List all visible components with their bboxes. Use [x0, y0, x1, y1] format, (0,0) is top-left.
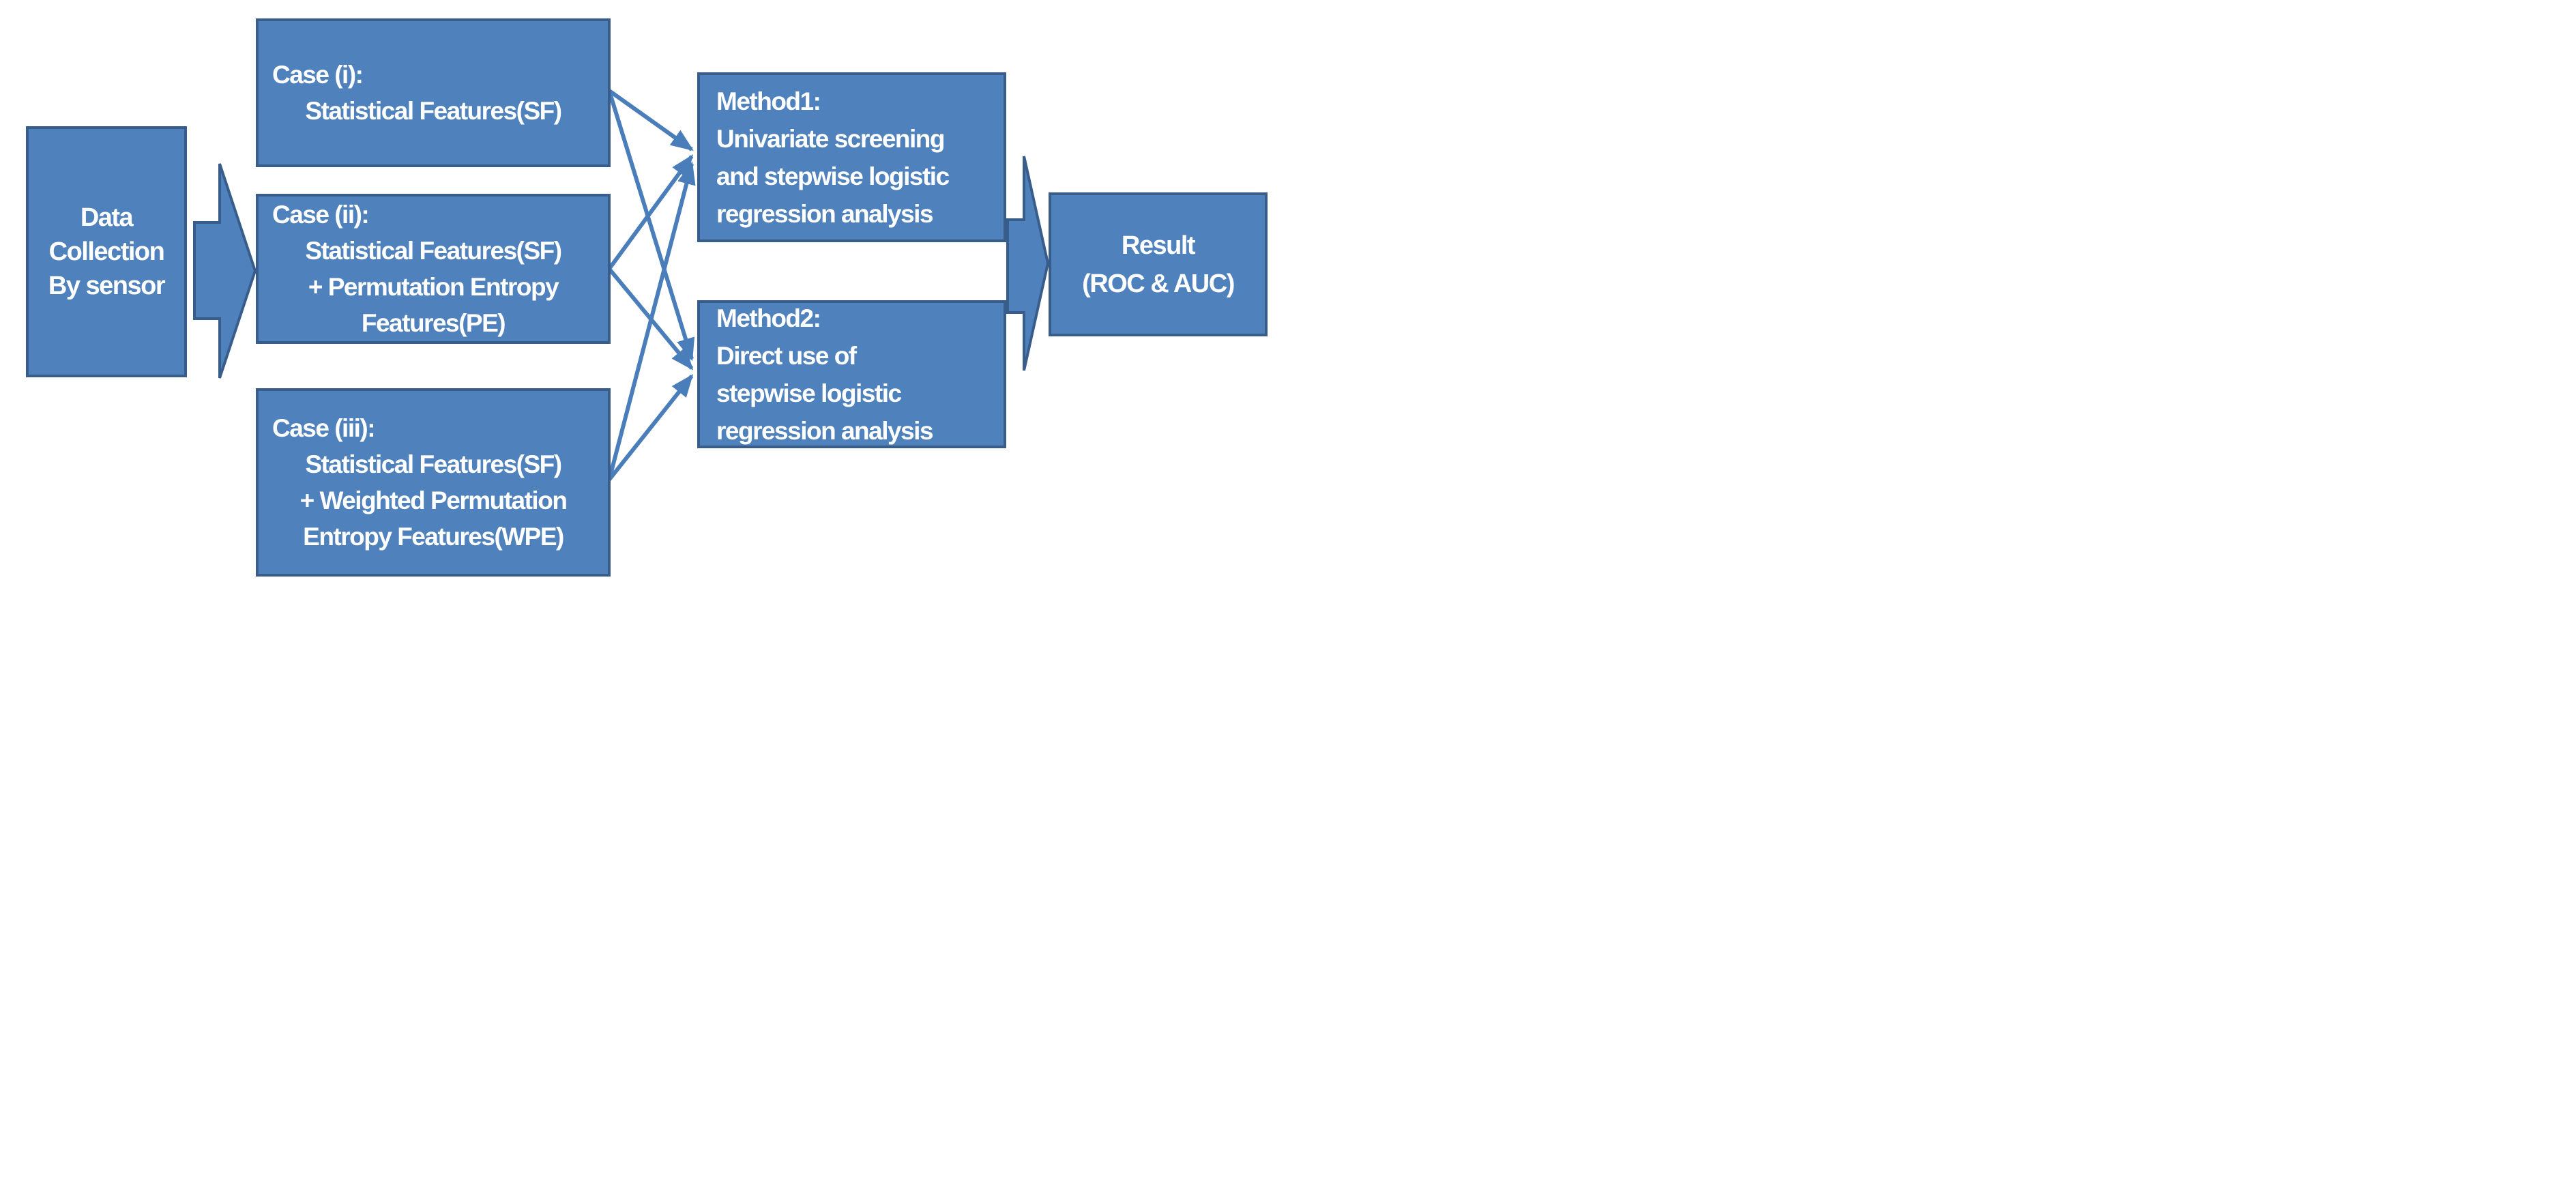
flow-arrow-data-to-cases: [193, 163, 257, 379]
method1-line: regression analysis: [716, 199, 934, 228]
case-ii-line: Features(PE): [361, 309, 506, 337]
result-box: Result (ROC & AUC): [1049, 192, 1268, 336]
method1-line: Univariate screening: [716, 124, 945, 153]
connector-case-i-method1: [608, 89, 694, 151]
flow-arrow-methods-to-result: [1006, 156, 1050, 371]
connector-case-i-method2: [607, 90, 695, 362]
case-ii-box: Case (ii): Statistical Features(SF) + Pe…: [256, 194, 611, 344]
case-ii-title: Case (ii):: [272, 201, 370, 229]
data-collection-line: Data: [80, 203, 134, 232]
case-iii-line: Statistical Features(SF): [305, 450, 562, 478]
case-i-title: Case (i):: [272, 61, 364, 89]
method1-title: Method1:: [716, 87, 821, 115]
result-line: Result: [1121, 231, 1196, 260]
method2-line: Direct use of: [716, 341, 857, 370]
method2-line: regression analysis: [716, 416, 934, 445]
data-collection-line: Collection: [48, 237, 165, 266]
method2-box: Method2: Direct use of stepwise logistic…: [697, 300, 1006, 448]
method2-line: stepwise logistic: [716, 379, 902, 407]
case-iii-line: + Weighted Permutation: [299, 486, 568, 514]
data-collection-box: Data Collection By sensor: [26, 126, 187, 377]
method1-line: and stepwise logistic: [716, 162, 950, 190]
result-line: (ROC & AUC): [1082, 269, 1235, 298]
method2-title: Method2:: [716, 304, 821, 332]
case-iii-box: Case (iii): Statistical Features(SF) + W…: [256, 388, 611, 577]
case-ii-line: Statistical Features(SF): [305, 237, 562, 265]
method1-box: Method1: Univariate screening and stepwi…: [697, 72, 1006, 242]
case-i-box: Case (i): Statistical Features(SF): [256, 18, 611, 167]
case-iii-line: Entropy Features(WPE): [303, 523, 564, 551]
connector-layer: [193, 89, 1050, 481]
case-ii-line: + Permutation Entropy: [308, 273, 559, 301]
connector-case-iii-method2: [607, 374, 694, 481]
data-collection-line: By sensor: [48, 272, 166, 300]
connector-case-iii-method1: [607, 161, 696, 480]
case-iii-title: Case (iii):: [272, 414, 376, 442]
flowchart-diagram: Data Collection By sensor Case (i): Stat…: [0, 0, 1288, 590]
case-i-line: Statistical Features(SF): [305, 97, 562, 125]
